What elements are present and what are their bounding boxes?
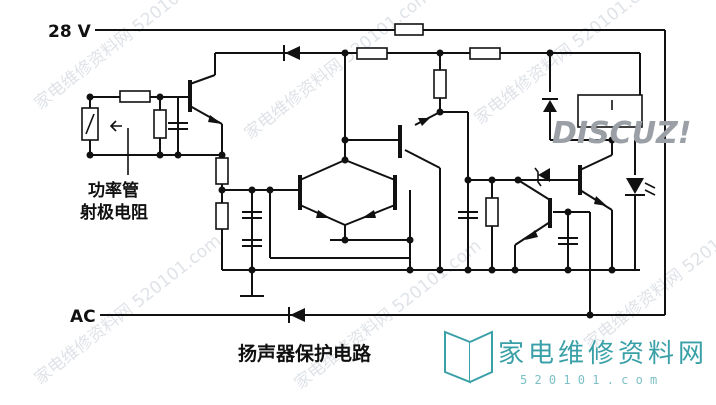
junction-dot <box>341 136 349 144</box>
junction-dot <box>564 208 572 216</box>
resistor <box>356 47 388 60</box>
junction-dot <box>564 266 572 274</box>
transistor-arrow <box>362 210 376 218</box>
junction-dot <box>488 176 496 184</box>
junction-dot <box>86 151 94 159</box>
ac-label: AC <box>70 307 96 327</box>
emitter-label-line2: 射极电阻 <box>79 202 148 223</box>
junction-dot <box>266 186 274 194</box>
junction-dot <box>156 93 164 101</box>
resistor <box>485 197 499 227</box>
site-url: 5 2 0 1 0 1 . c o m <box>520 373 657 387</box>
resistor <box>215 157 229 185</box>
discuz-watermark: DISCUZ! <box>552 116 691 151</box>
junction-dot <box>341 49 349 57</box>
junction-dot <box>436 266 444 274</box>
junction-dot <box>248 186 256 194</box>
transistor-arrow <box>418 118 430 126</box>
junctions <box>86 49 616 319</box>
resistor <box>153 109 167 139</box>
resistor-mark <box>85 113 95 135</box>
zener-diode <box>538 168 550 182</box>
junction-dot <box>341 156 349 164</box>
junction-dot <box>436 108 444 116</box>
junction-dot <box>608 136 616 144</box>
junction-dot <box>174 151 182 159</box>
site-logo: 家电维修资料网 5 2 0 1 0 1 . c o m <box>444 330 708 387</box>
relay-coil <box>577 94 643 128</box>
zener-bar <box>534 167 542 187</box>
transistor-arrow <box>316 210 330 218</box>
junction-dot <box>341 236 349 244</box>
diagram-title: 扬声器保护电路 <box>238 342 372 365</box>
supply-label: 28 V <box>48 22 92 42</box>
led-rays <box>644 182 656 196</box>
transistor-arrow <box>208 115 222 124</box>
wire <box>404 149 441 169</box>
emitter-label-line1: 功率管 <box>88 180 139 201</box>
resistor <box>215 202 229 230</box>
junction-dot <box>406 236 414 244</box>
ac-diode <box>290 308 305 322</box>
resistor <box>119 90 151 103</box>
junction-dot <box>608 266 616 274</box>
watermark-text: 家电维修资料网 520101.com <box>241 0 435 144</box>
led-indicator <box>626 178 644 194</box>
junction-dot <box>248 266 256 274</box>
junction-dot <box>436 49 444 57</box>
wire <box>344 159 396 181</box>
diode <box>285 46 300 60</box>
transistor-arrow <box>594 196 607 206</box>
junction-dot <box>406 266 414 274</box>
resistor <box>394 23 424 36</box>
resistor <box>469 47 501 60</box>
site-name: 家电维修资料网 <box>498 339 708 369</box>
junction-dot <box>586 311 594 319</box>
junction-dot <box>464 266 472 274</box>
junction-dot <box>488 266 496 274</box>
book-logo-icon <box>444 330 471 384</box>
wire <box>517 179 551 201</box>
resistor <box>433 69 447 99</box>
wire <box>579 154 613 171</box>
book-logo-icon <box>469 330 493 383</box>
junction-dot <box>218 186 226 194</box>
watermark-text: 家电维修资料网 520101.com <box>31 231 225 389</box>
junction-dot <box>218 151 226 159</box>
junction-dot <box>546 49 554 57</box>
transistor-arrow <box>525 230 538 240</box>
diode <box>543 100 557 112</box>
junction-dot <box>511 266 519 274</box>
watermark-text: 家电维修资料网 520101.com <box>581 196 716 354</box>
junction-dot <box>464 176 472 184</box>
junction-dot <box>514 176 522 184</box>
wire <box>189 74 216 85</box>
junction-dot <box>86 93 94 101</box>
pointer-arrow <box>109 120 122 132</box>
junction-dot <box>156 151 164 159</box>
wire <box>299 159 346 181</box>
components <box>81 23 656 323</box>
